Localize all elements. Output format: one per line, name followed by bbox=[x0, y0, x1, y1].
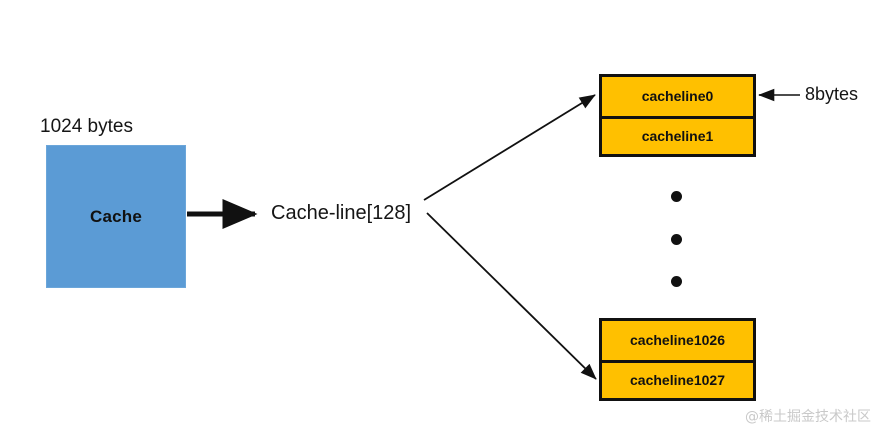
cacheline-row[interactable]: cacheline1027 bbox=[602, 359, 753, 398]
ellipsis-dot-icon bbox=[671, 191, 682, 202]
cacheline-row-label: cacheline1 bbox=[641, 128, 714, 145]
cacheline-row[interactable]: cacheline0 bbox=[602, 77, 753, 116]
cacheline-row-label: cacheline1026 bbox=[630, 332, 725, 349]
cacheline-stack-bottom: cacheline1026 cacheline1027 bbox=[599, 318, 756, 401]
cacheline-row-label: cacheline0 bbox=[641, 88, 714, 105]
cache-line-array-label: Cache-line[128] bbox=[271, 202, 412, 224]
arrow-branch-top bbox=[423, 94, 596, 201]
ellipsis-dot-icon bbox=[671, 276, 682, 287]
cacheline-row-label: cacheline1027 bbox=[630, 372, 725, 389]
arrow-branch-bottom bbox=[426, 212, 597, 380]
cache-size-label: 1024 bytes bbox=[40, 116, 133, 137]
ellipsis-dot-icon bbox=[671, 234, 682, 245]
cacheline-row[interactable]: cacheline1026 bbox=[602, 321, 753, 360]
cacheline-row[interactable]: cacheline1 bbox=[602, 115, 753, 154]
line-size-annotation: 8bytes bbox=[805, 84, 859, 104]
watermark: @稀土掘金技术社区 bbox=[745, 409, 871, 425]
cacheline-stack-top: cacheline0 cacheline1 bbox=[599, 74, 756, 157]
cache-block-label: Cache bbox=[89, 206, 143, 226]
cache-block[interactable]: Cache bbox=[46, 145, 186, 288]
